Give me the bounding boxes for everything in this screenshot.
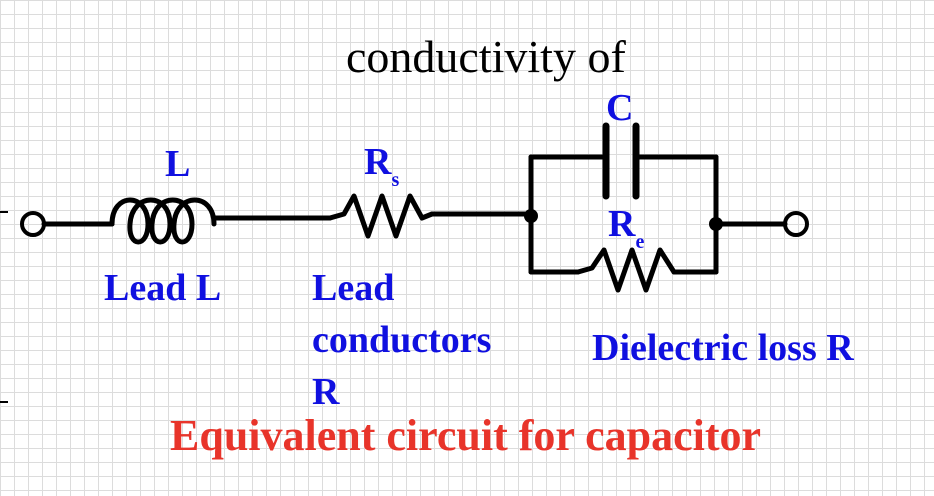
series-resistor-description-line: conductors bbox=[312, 319, 492, 361]
capacitor-symbol: C bbox=[606, 86, 633, 130]
right-terminal bbox=[783, 211, 809, 237]
series-resistor-description-line: Lead bbox=[312, 267, 395, 309]
inductor-symbol-text: L bbox=[165, 143, 191, 185]
inductor-coil bbox=[109, 197, 217, 245]
series-resistor-subscript: s bbox=[391, 169, 400, 191]
title-fragment: conductivity of bbox=[346, 31, 626, 82]
circuit-wires bbox=[20, 122, 809, 293]
parallel-resistor-symbol: Re bbox=[608, 202, 644, 253]
series-resistor-zigzag bbox=[327, 193, 435, 239]
series-resistor-symbol-text: R bbox=[364, 141, 392, 183]
left-terminal bbox=[20, 211, 46, 237]
parallel-resistor-description: Dielectric loss R bbox=[592, 327, 854, 369]
parallel-resistor-subscript: e bbox=[635, 231, 645, 253]
series-resistor-description-line: R bbox=[312, 371, 340, 413]
inductor-description: Lead L bbox=[104, 267, 222, 309]
inductor-symbol: L bbox=[165, 142, 190, 186]
series-resistor-description: Lead conductors R bbox=[312, 266, 491, 414]
parallel-resistor-symbol-text: R bbox=[608, 203, 636, 245]
parallel-resistor-zigzag bbox=[575, 247, 677, 293]
series-resistor-symbol: Rs bbox=[364, 140, 399, 191]
diagram-caption: Equivalent circuit for capacitor bbox=[170, 411, 762, 460]
capacitor-symbol-text: C bbox=[606, 87, 634, 129]
